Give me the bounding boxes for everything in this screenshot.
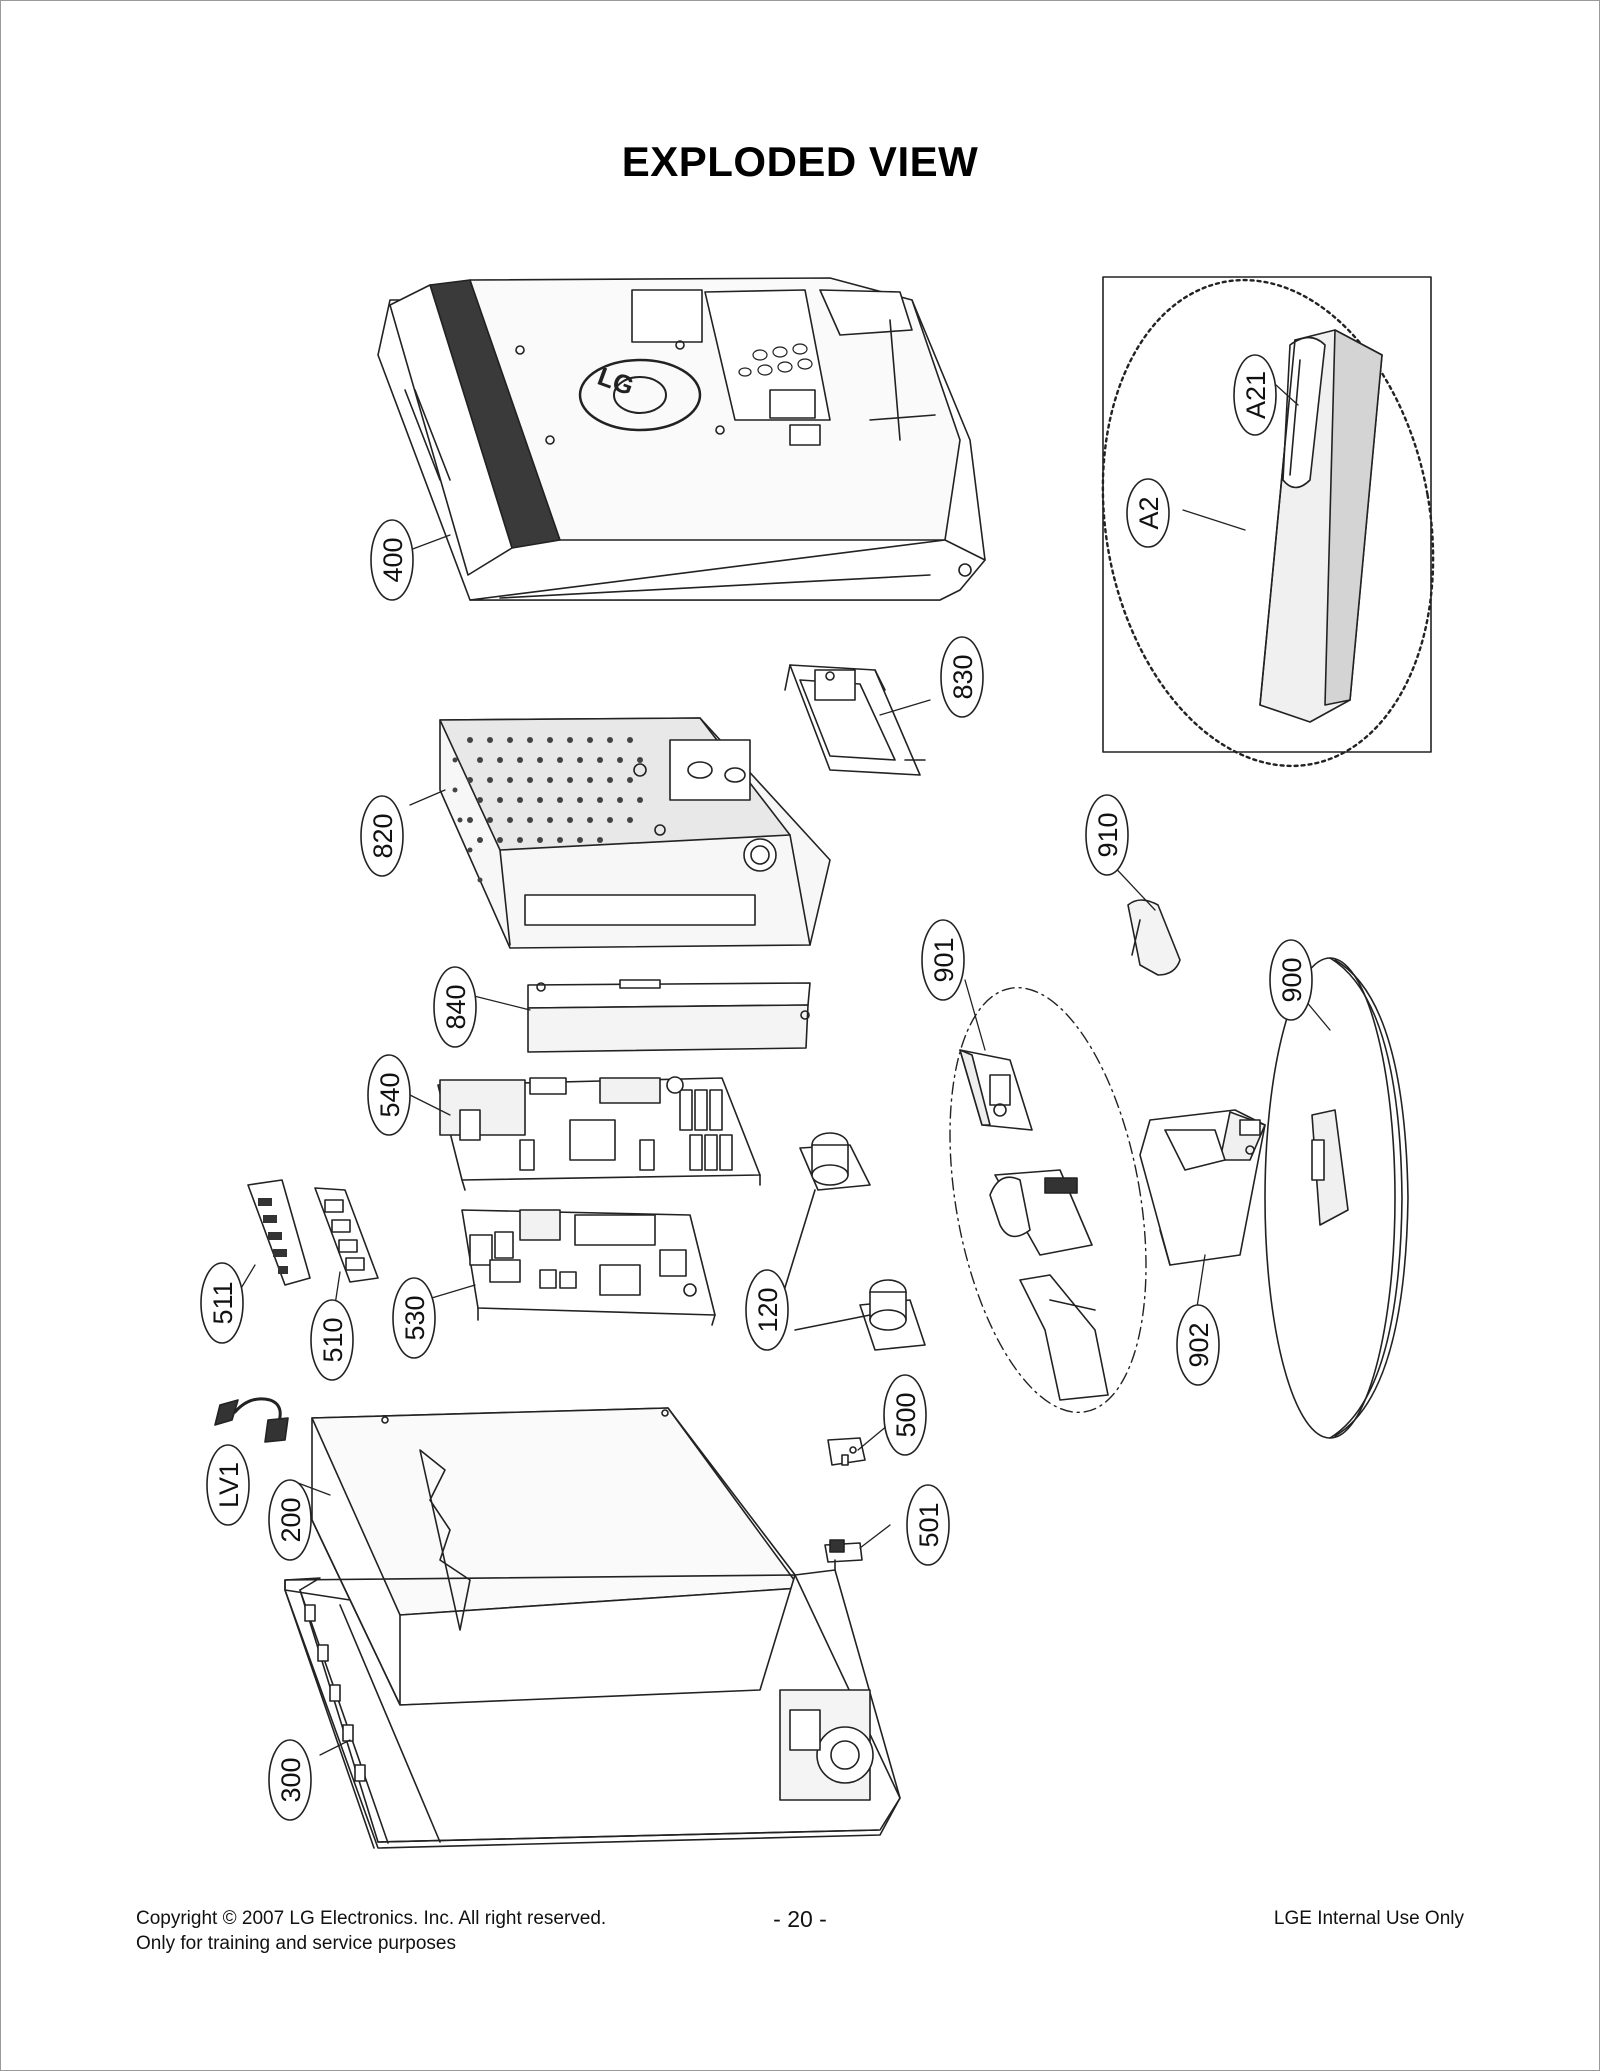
front-bezel-300 — [284, 1569, 901, 1849]
svg-text:A21: A21 — [1241, 371, 1271, 419]
page-number: - 20 - — [773, 1906, 827, 1932]
svg-text:120: 120 — [753, 1287, 783, 1332]
label-902: 902 — [1176, 1304, 1220, 1386]
copyright-text: Copyright © 2007 LG Electronics. Inc. Al… — [136, 1908, 607, 1929]
label-530: 530 — [392, 1277, 436, 1359]
svg-text:500: 500 — [891, 1392, 921, 1437]
leader-lines — [239, 374, 1331, 1756]
svg-text:501: 501 — [914, 1502, 944, 1547]
bar-part-840 — [527, 979, 811, 1053]
svg-text:510: 510 — [318, 1317, 348, 1362]
label-lv1: LV1 — [206, 1444, 250, 1526]
svg-text:901: 901 — [929, 937, 959, 982]
label-500: 500 — [883, 1374, 927, 1456]
stand-body-902 — [1139, 1109, 1266, 1266]
stand-arm-inset — [1101, 276, 1435, 768]
label-a2: A2 — [1126, 478, 1170, 548]
cable-lv1 — [214, 1397, 289, 1443]
main-board-540 — [437, 1076, 761, 1191]
hinge-group-901 — [949, 986, 1147, 1414]
lcd-panel-200 — [311, 1407, 806, 1706]
svg-text:840: 840 — [441, 984, 471, 1029]
bracket-part — [784, 664, 926, 776]
connector-510 — [314, 1187, 379, 1283]
cap-910 — [1127, 899, 1181, 976]
label-120: 120 — [745, 1269, 789, 1351]
label-540: 540 — [367, 1054, 411, 1136]
connector-511 — [247, 1179, 311, 1286]
stand-base-900 — [1264, 957, 1409, 1439]
speaker-upper-120 — [799, 1132, 871, 1191]
label-901: 901 — [921, 919, 965, 1001]
label-510: 510 — [310, 1299, 354, 1381]
footer-left: Copyright © 2007 LG Electronics. Inc. Al… — [136, 1906, 606, 1956]
label-a21: A21 — [1233, 354, 1277, 436]
small-part-501 — [824, 1539, 863, 1576]
shield-case-part — [439, 717, 831, 949]
label-300: 300 — [268, 1739, 312, 1821]
svg-text:300: 300 — [276, 1757, 306, 1802]
small-part-500 — [827, 1437, 866, 1466]
label-511: 511 — [200, 1262, 244, 1344]
page-title: EXPLODED VIEW — [621, 138, 979, 185]
svg-text:400: 400 — [378, 537, 408, 582]
svg-text:511: 511 — [208, 1281, 238, 1324]
label-200: 200 — [268, 1479, 312, 1561]
label-900: 900 — [1269, 939, 1313, 1021]
svg-text:902: 902 — [1184, 1322, 1214, 1367]
speaker-lower-120 — [859, 1279, 926, 1351]
purpose-text: Only for training and service purposes — [136, 1933, 456, 1954]
label-830: 830 — [940, 636, 984, 718]
label-820: 820 — [360, 795, 404, 877]
svg-text:540: 540 — [375, 1072, 405, 1117]
svg-text:910: 910 — [1093, 812, 1123, 857]
svg-text:820: 820 — [368, 813, 398, 858]
label-910: 910 — [1085, 794, 1129, 876]
svg-text:A2: A2 — [1134, 496, 1164, 529]
svg-text:900: 900 — [1277, 957, 1307, 1002]
label-400: 400 — [370, 519, 414, 601]
internal-use-text: LGE Internal Use Only — [1273, 1908, 1464, 1929]
svg-text:530: 530 — [400, 1295, 430, 1340]
back-cover-part: LG — [377, 277, 986, 601]
label-501: 501 — [906, 1484, 950, 1566]
svg-text:200: 200 — [276, 1497, 306, 1542]
svg-text:LV1: LV1 — [214, 1462, 244, 1508]
svg-text:830: 830 — [948, 654, 978, 699]
label-840: 840 — [433, 966, 477, 1048]
power-board-530 — [461, 1209, 716, 1326]
part-labels: 400 830 820 910 840 901 900 540 — [200, 354, 1313, 1821]
